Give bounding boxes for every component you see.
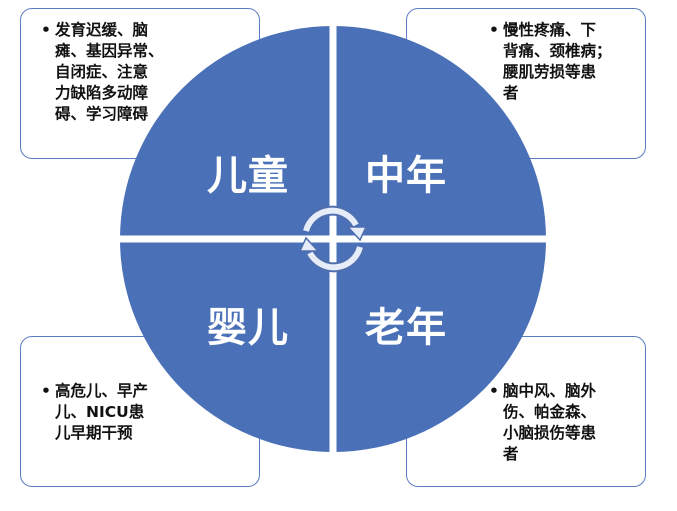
conditions-line: 发育迟缓、脑	[55, 21, 149, 39]
bottom-left-conditions-item: 高危儿、早产 儿、NICU患 儿早期干预	[41, 381, 251, 444]
conditions-line: 伤、帕金森、	[503, 403, 597, 421]
conditions-line: 慢性疼痛、下	[503, 21, 597, 39]
conditions-line: 者	[503, 445, 519, 463]
quadrant-label-elderly: 老年	[365, 305, 447, 351]
conditions-line: 者	[503, 84, 519, 102]
quadrant-label-middle-age: 中年	[365, 153, 447, 199]
bottom-right-conditions-item: 脑中风、脑外 伤、帕金森、 小脑损伤等患 者	[489, 381, 637, 465]
conditions-line: 脑中风、脑外	[503, 382, 597, 400]
circular-arrows-icon	[298, 205, 368, 273]
top-right-conditions-item: 慢性疼痛、下 背痛、颈椎病； 腰肌劳损等患 者	[489, 20, 637, 104]
conditions-line: 腰肌劳损等患	[503, 63, 597, 81]
conditions-line: 力缺陷多动障	[55, 84, 149, 102]
top-left-conditions-item: 发育迟缓、脑 瘫、基因异常、 自闭症、注意 力缺陷多动障 碍、学习障碍	[41, 20, 251, 125]
conditions-line: 儿、NICU患	[55, 403, 145, 421]
conditions-line: 自闭症、注意	[55, 63, 149, 81]
conditions-line: 高危儿、早产	[55, 382, 149, 400]
quadrant-label-child: 儿童	[207, 153, 289, 199]
conditions-line: 背痛、颈椎病；	[503, 42, 612, 60]
conditions-line: 小脑损伤等患	[503, 424, 597, 442]
conditions-line: 瘫、基因异常、	[55, 42, 164, 60]
conditions-line: 碍、学习障碍	[55, 105, 149, 123]
quadrant-label-infant: 婴儿	[207, 305, 289, 351]
conditions-line: 儿早期干预	[55, 424, 133, 442]
